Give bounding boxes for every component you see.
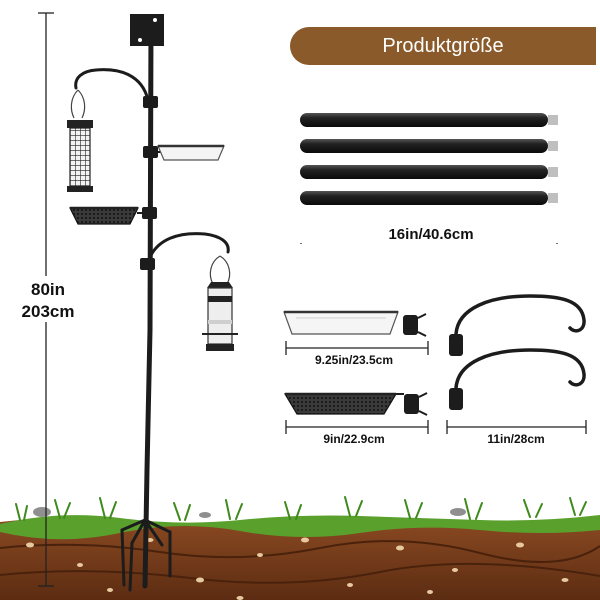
total-height-cm-label: 203cm	[21, 302, 75, 321]
hook	[449, 294, 586, 356]
mesh-tray-dimension-line	[285, 420, 429, 434]
banner-title: Produktgröße	[382, 35, 504, 57]
clear-tray-size-label: 9.25in/23.5cm	[314, 353, 394, 367]
pole-section	[300, 191, 558, 205]
title-banner: Produktgröße	[290, 27, 596, 65]
mesh-tray-size-label: 9in/22.9cm	[323, 432, 385, 446]
pole-section-length-label: 16in/40.6cm	[300, 226, 562, 243]
small-clear-tray-on-pole	[150, 144, 225, 161]
ground-soil	[0, 517, 600, 600]
mesh-tray-on-pole	[69, 206, 150, 225]
accessory-mesh-tray	[283, 392, 428, 416]
tube-feeder	[146, 232, 238, 351]
hook-length-label: 11in/28cm	[487, 432, 545, 446]
hook-dimension-line	[446, 420, 587, 434]
main-pole	[120, 14, 172, 592]
pole-section	[300, 165, 558, 179]
hook	[449, 348, 586, 410]
accessory-clear-tray	[283, 310, 427, 337]
accessory-hooks	[449, 294, 586, 410]
pole-section	[300, 139, 558, 153]
pole-section	[300, 113, 558, 127]
height-dimension-line	[38, 12, 54, 587]
clear-tray-dimension-line	[285, 341, 429, 355]
total-height-inches-label: 80in	[30, 280, 66, 299]
pole-sections	[300, 113, 558, 205]
suet-cage-feeder	[67, 68, 150, 192]
